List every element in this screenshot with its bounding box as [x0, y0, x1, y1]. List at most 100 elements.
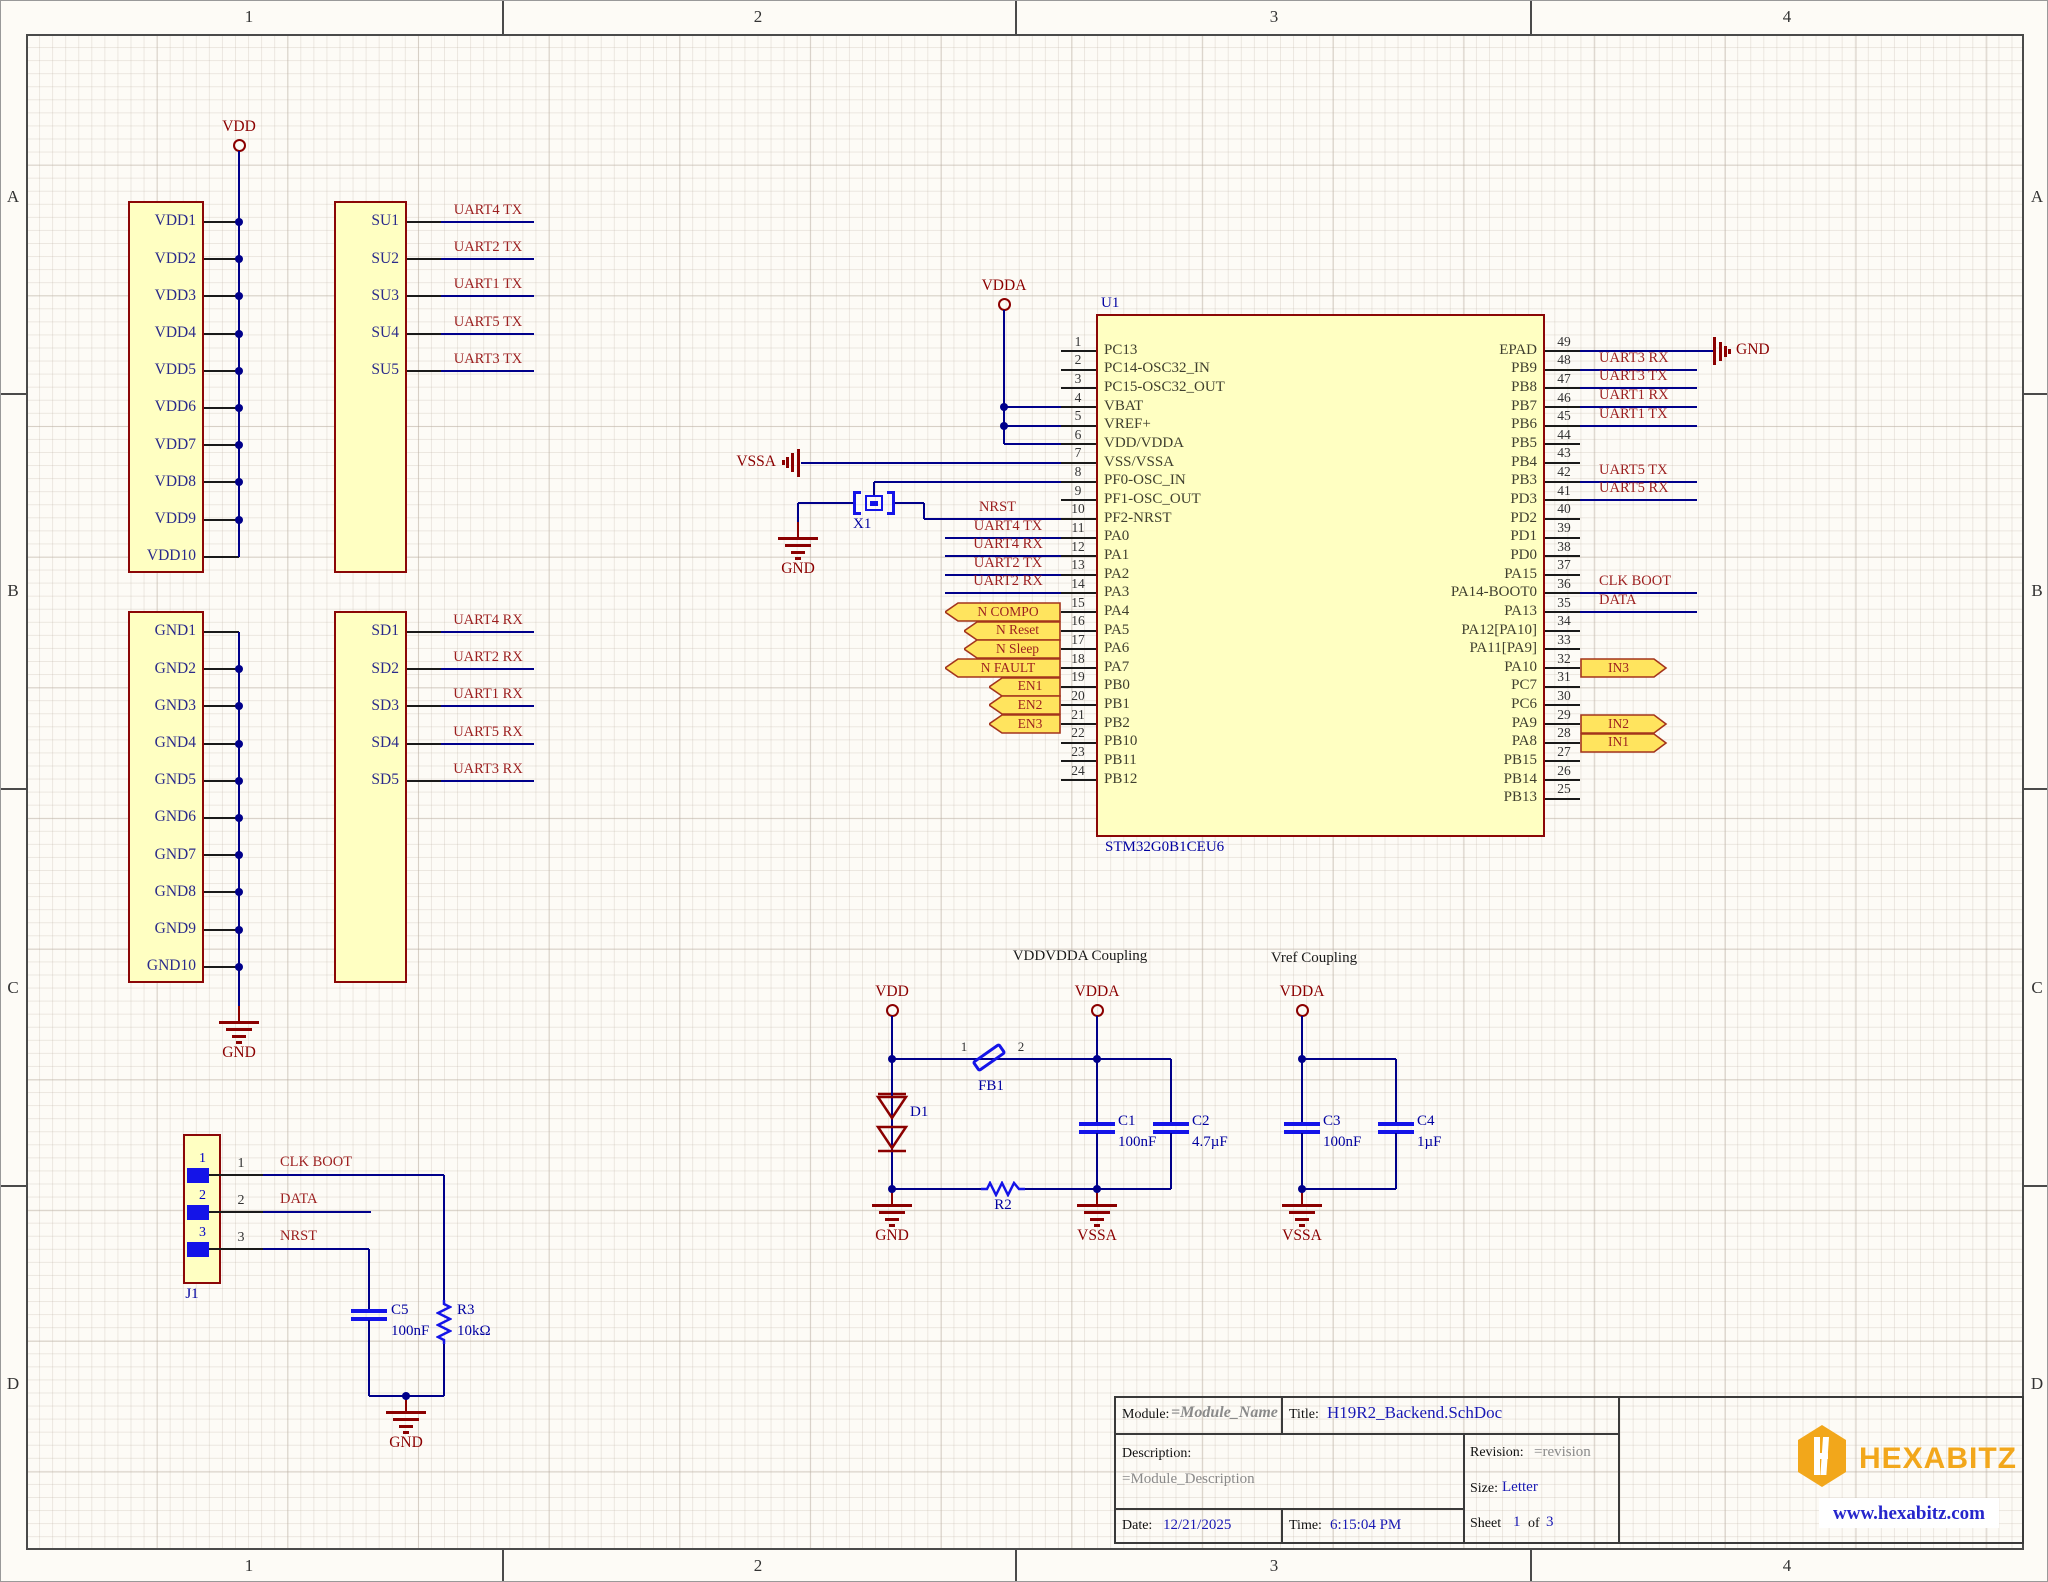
cap-ref-c2[interactable]: C2	[1192, 1112, 1210, 1129]
power-port-circle-icon[interactable]	[1295, 1003, 1309, 1017]
port-en3[interactable]	[987, 714, 1062, 734]
pin-stub[interactable]	[1061, 443, 1096, 446]
power-label-vdda[interactable]: VDDA	[981, 277, 1027, 295]
net-label-uart4-rx[interactable]: UART4 RX	[973, 536, 1043, 553]
pin-stub[interactable]	[204, 668, 239, 671]
pin-stub[interactable]	[1545, 592, 1580, 595]
connector-pad[interactable]	[187, 1168, 209, 1183]
port-in2[interactable]	[1580, 714, 1668, 734]
net-wire[interactable]	[1580, 368, 1697, 371]
net-wire[interactable]	[441, 705, 534, 708]
pin-stub[interactable]	[1545, 405, 1580, 408]
pin-stub[interactable]	[1545, 573, 1580, 576]
net-wire[interactable]	[441, 221, 534, 223]
revision-value[interactable]: =revision	[1534, 1444, 1591, 1460]
capacitor-icon[interactable]	[1153, 1122, 1189, 1126]
connector-pad[interactable]	[187, 1205, 209, 1220]
power-label-vssa[interactable]: VSSA	[736, 453, 776, 471]
net-label-clk-boot[interactable]: CLK BOOT	[1599, 573, 1672, 590]
port-in1[interactable]	[1580, 732, 1668, 753]
crystal-icon[interactable]	[853, 491, 856, 515]
pin-stub[interactable]	[407, 221, 441, 223]
net-label-uart2-tx[interactable]: UART2 TX	[453, 239, 523, 256]
pin-stub[interactable]	[407, 631, 441, 633]
pin-stub[interactable]	[204, 258, 239, 261]
wire[interactable]	[368, 1320, 370, 1396]
wire[interactable]	[263, 1211, 371, 1213]
pin-stub[interactable]	[204, 742, 239, 745]
wire[interactable]	[263, 1248, 369, 1250]
wire[interactable]	[1096, 1016, 1098, 1059]
capacitor-icon[interactable]	[1284, 1130, 1320, 1134]
wire[interactable]	[1301, 1059, 1303, 1122]
net-label-uart3-rx[interactable]: UART3 RX	[1599, 349, 1669, 366]
net-label-uart1-tx[interactable]: UART1 TX	[1599, 405, 1668, 422]
pin-stub[interactable]	[204, 928, 239, 931]
pin-stub[interactable]	[1061, 368, 1096, 371]
ground-stem[interactable]	[797, 522, 799, 537]
pin-stub[interactable]	[1061, 405, 1096, 408]
power-label-vdd[interactable]: VDD	[875, 983, 909, 1001]
date-value[interactable]: 12/21/2025	[1163, 1517, 1232, 1533]
pin-stub[interactable]	[1545, 424, 1580, 427]
diode-d1-icon[interactable]	[872, 1091, 912, 1155]
net-wire[interactable]	[1580, 480, 1697, 483]
net-label-uart5-tx[interactable]: UART5 TX	[1599, 461, 1668, 478]
ground-stem[interactable]	[405, 1396, 407, 1411]
pin-stub[interactable]	[1061, 648, 1096, 651]
vdd-header-block[interactable]	[128, 201, 204, 573]
cap-ref-c1[interactable]: C1	[1118, 1112, 1136, 1129]
size-value[interactable]: Letter	[1502, 1479, 1538, 1495]
pin-stub[interactable]	[407, 295, 441, 298]
diode-ref-designator[interactable]: D1	[910, 1103, 929, 1120]
website-link[interactable]: www.hexabitz.com	[1833, 1503, 1985, 1524]
wire[interactable]	[873, 481, 875, 496]
net-wire[interactable]	[441, 369, 534, 372]
capacitor-icon[interactable]	[1378, 1130, 1414, 1134]
pin-stub[interactable]	[204, 891, 239, 894]
pin-stub[interactable]	[1545, 741, 1580, 744]
ground-stem[interactable]	[891, 1189, 893, 1204]
net-label-uart3-tx[interactable]: UART3 TX	[453, 350, 523, 367]
net-wire[interactable]	[945, 573, 1061, 576]
module-value[interactable]: =Module_Name	[1171, 1404, 1278, 1421]
wire[interactable]	[891, 1059, 893, 1091]
pin-stub[interactable]	[407, 779, 441, 782]
time-value[interactable]: 6:15:04 PM	[1330, 1517, 1402, 1533]
pin-stub[interactable]	[204, 369, 239, 372]
net-wire[interactable]	[945, 536, 1061, 539]
pin-stub[interactable]	[1061, 704, 1096, 707]
pin-stub[interactable]	[204, 444, 239, 447]
net-wire[interactable]	[1580, 592, 1697, 595]
wire[interactable]	[1302, 1188, 1396, 1190]
pin-stub[interactable]	[1061, 536, 1096, 539]
pin-stub[interactable]	[1545, 536, 1580, 539]
net-label-nrst[interactable]: NRST	[978, 498, 1017, 515]
sheet-number[interactable]: 1	[1513, 1514, 1521, 1530]
mcu-part-number[interactable]: STM32G0B1CEU6	[1105, 838, 1225, 855]
net-label-uart4-rx[interactable]: UART4 RX	[453, 612, 523, 629]
resistor-ref-r3[interactable]: R3	[457, 1301, 475, 1318]
pin-stub[interactable]	[1061, 760, 1096, 763]
wire[interactable]	[1301, 1016, 1303, 1059]
wire[interactable]	[1395, 1133, 1397, 1189]
pin-stub[interactable]	[407, 668, 441, 671]
wire[interactable]	[1395, 1059, 1397, 1122]
pin-stub[interactable]	[1061, 592, 1096, 595]
pin-stub[interactable]	[204, 332, 239, 335]
wire[interactable]	[923, 503, 925, 519]
wire[interactable]	[891, 1155, 893, 1189]
net-label-uart2-rx[interactable]: UART2 RX	[453, 649, 523, 666]
net-wire[interactable]	[1580, 405, 1697, 408]
pin-stub[interactable]	[1545, 611, 1580, 614]
net-wire[interactable]	[441, 742, 534, 745]
ground-stem[interactable]	[238, 1006, 240, 1021]
wire[interactable]	[263, 1174, 444, 1176]
pin-stub[interactable]	[1545, 797, 1580, 800]
net-label-uart3-tx[interactable]: UART3 TX	[1599, 368, 1668, 385]
pin-stub[interactable]	[407, 258, 441, 261]
power-label-gnd[interactable]: GND	[875, 1227, 909, 1245]
wire[interactable]	[1170, 1133, 1172, 1189]
power-label-gnd[interactable]: GND	[222, 1044, 256, 1062]
pin-stub[interactable]	[1061, 685, 1096, 688]
